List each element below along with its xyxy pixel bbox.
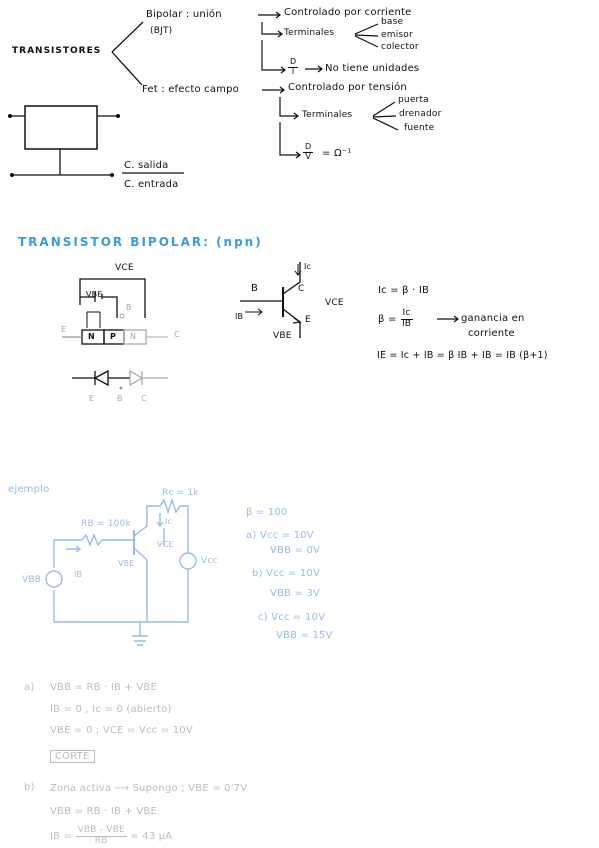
block-in-label: C. entrada — [124, 179, 179, 190]
bipolar-label: Bipolar : unión — [146, 9, 222, 20]
diode-label-e: E — [89, 394, 95, 403]
n-region-2: N — [130, 332, 137, 341]
vbe-example-label: VBE — [118, 559, 135, 568]
vce-example-label: VCE — [157, 540, 174, 549]
fet-terminals-label: Terminales — [302, 110, 353, 120]
symbol-ic: Ic — [304, 262, 312, 271]
eq-beta-text: ganancia en — [461, 313, 525, 324]
p-region: P — [110, 332, 117, 341]
vbe-label: VBE — [86, 290, 103, 299]
fet-ratio-text: = Ω⁻¹ — [322, 148, 352, 159]
symbol-e: E — [305, 315, 311, 325]
symbol-b: B — [251, 283, 259, 294]
term-colector: colector — [381, 42, 419, 52]
ib-label: IB — [74, 570, 83, 579]
bjt-label: (BJT) — [150, 26, 173, 36]
sol-b-label: b) — [24, 782, 35, 793]
sol-a-l1: VBB = RB · IB + VBE — [50, 682, 158, 693]
ic-label: Ic — [165, 517, 173, 526]
term-base: base — [381, 17, 404, 27]
vce-label: VCE — [115, 263, 134, 273]
eq-ic: Ic = β · IB — [378, 285, 430, 296]
bipolar-ratio-text: No tiene unidades — [325, 63, 420, 74]
b-label: B — [126, 303, 132, 312]
corte-badge: CORTE — [50, 750, 95, 763]
case-b: b) Vcc = 10V — [252, 568, 320, 579]
rc-label: Rc = 1k — [162, 488, 199, 498]
case-c-l2: VBB = 15V — [276, 630, 333, 641]
diode-label-c: C — [141, 394, 147, 403]
case-c: c) Vcc = 10V — [258, 612, 326, 623]
transistores-label: TRANSISTORES — [12, 46, 102, 56]
case-b-l2: VBB = 3V — [270, 588, 321, 599]
eq-ie: IE = Ic + IB = β IB + IB = IB (β+1) — [377, 350, 548, 361]
eq-beta-text2: corriente — [468, 328, 515, 339]
symbol-vce: VCE — [325, 298, 344, 308]
block-out-label: C. salida — [124, 160, 169, 171]
term-drenador: drenador — [399, 109, 442, 119]
vcc-label: Vcc — [201, 556, 218, 566]
sol-a-label: a) — [24, 682, 35, 693]
sol-b-l1: Zona activa ⟶ Supongo ; VBE = 0'7V — [50, 783, 248, 794]
sol-a-l3: VBE = 0 ; VCE = Vcc = 10V — [50, 725, 193, 736]
symbol-vbe: VBE — [273, 331, 292, 341]
rb-label: RB = 100k — [81, 519, 131, 529]
symbol-c: C — [298, 284, 305, 294]
n-region-1: N — [88, 332, 95, 341]
bipolar-control-label: Controlado por corriente — [284, 7, 412, 18]
e-label: E — [61, 325, 67, 334]
diode-label-b: B — [117, 394, 123, 403]
term-puerta: puerta — [398, 95, 429, 105]
example-title: ejemplo — [8, 484, 50, 495]
case-a: a) Vcc = 10V — [246, 530, 314, 541]
sol-a-l2: IB = 0 , Ic = 0 (abierto) — [50, 704, 172, 715]
c-label: C — [174, 330, 180, 339]
fet-label: Fet : efecto campo — [142, 84, 239, 95]
beta-value: β = 100 — [246, 507, 288, 518]
vbb-label: VBB — [22, 575, 42, 585]
sol-b-l2: VBB = RB · IB + VBE — [50, 806, 158, 817]
term-emisor: emisor — [381, 30, 413, 40]
symbol-ib: IB — [235, 312, 244, 321]
fet-control-label: Controlado por tensión — [288, 82, 407, 93]
bipolar-terminals-label: Terminales — [284, 28, 335, 38]
bipolar-title: TRANSISTOR BIPOLAR: (npn) — [18, 235, 263, 249]
term-fuente: fuente — [404, 123, 435, 133]
case-a-l2: VBB = 0V — [270, 545, 321, 556]
